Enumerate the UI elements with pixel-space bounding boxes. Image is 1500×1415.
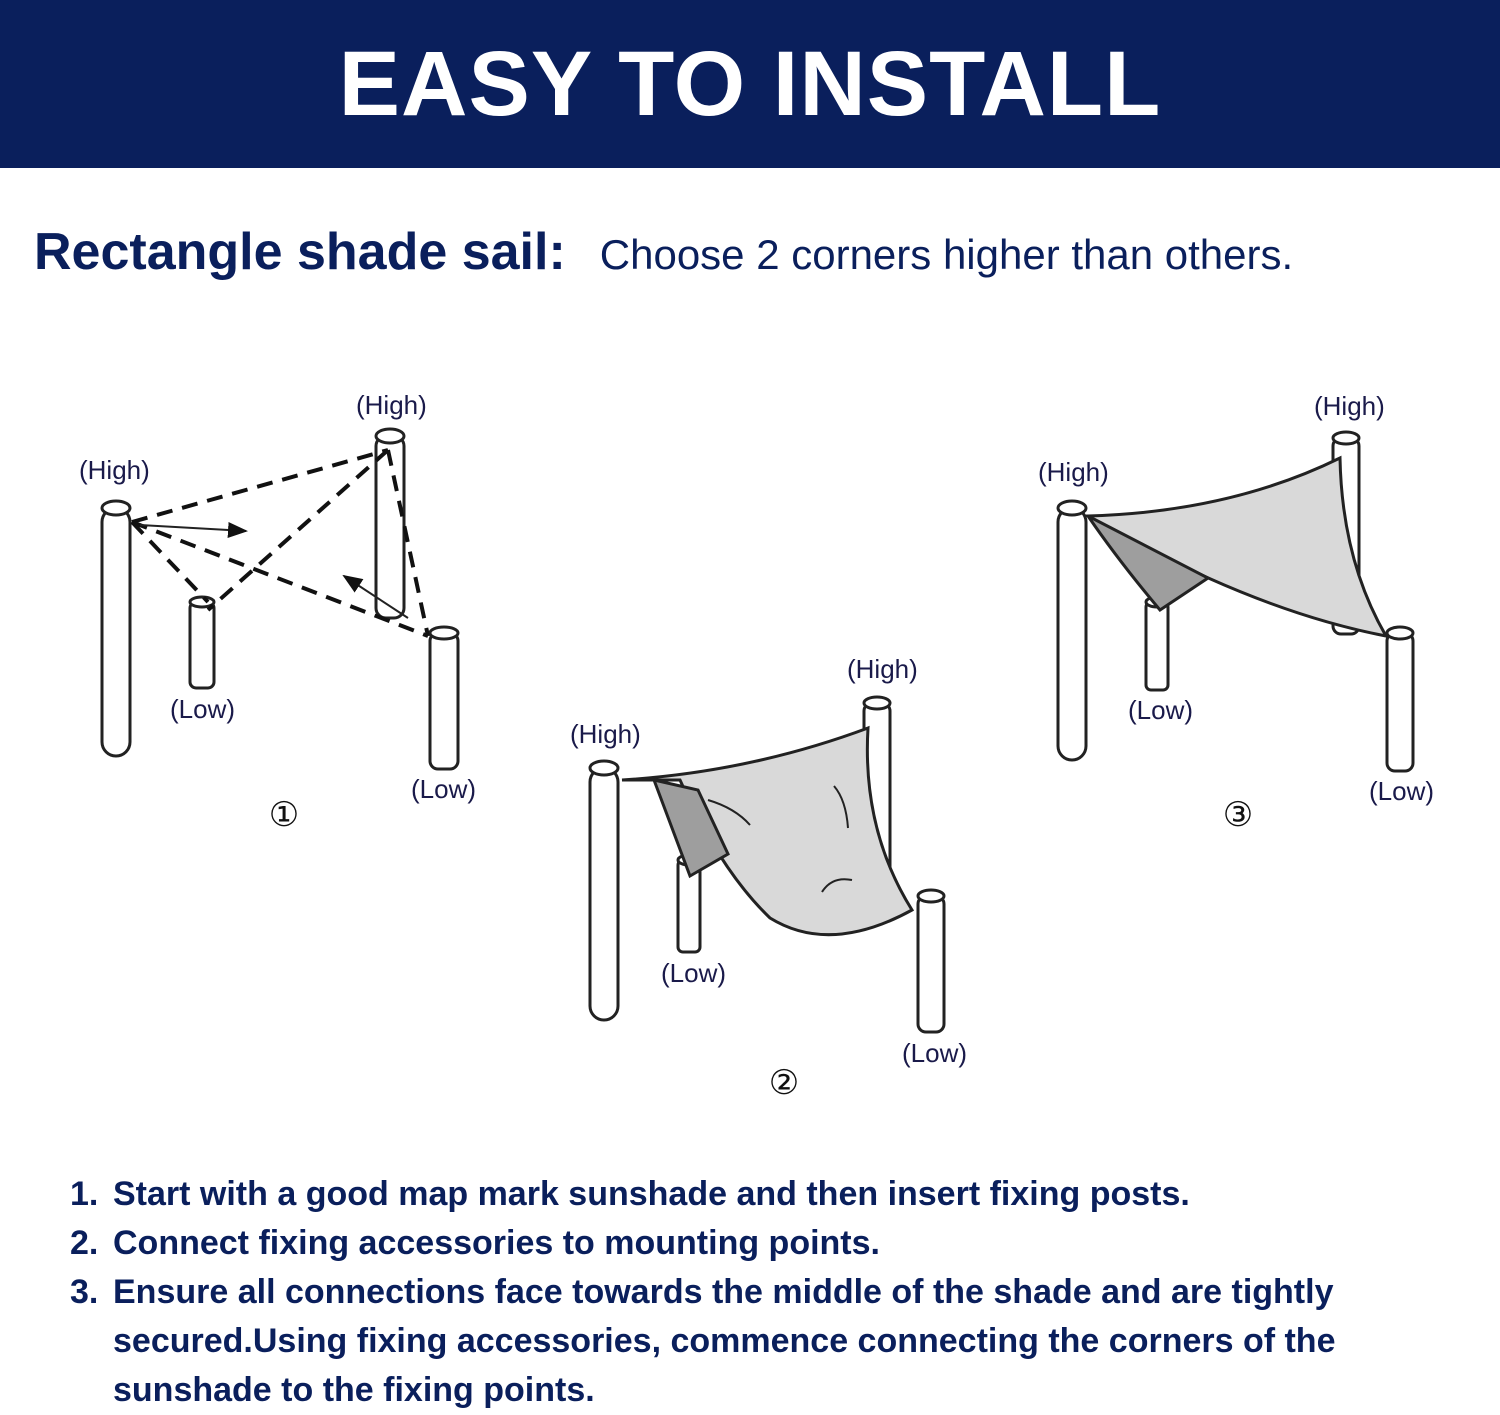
shade-sail-underside [1086,514,1211,612]
dashed-sail-edge [206,448,390,612]
post-1d-low [428,625,460,771]
label-low: (Low) [411,774,476,804]
page-title: EASY TO INSTALL [338,32,1162,135]
step-number-1: ① [269,796,299,834]
label-high: (High) [79,455,150,485]
dashed-sail-edge [131,448,389,524]
post-3d-low [1385,625,1415,773]
arrow-icon [139,521,248,538]
instruction-text: Ensure all connections face towards the … [113,1273,1336,1409]
label-low: (Low) [170,694,235,724]
post-3c-low [1144,595,1170,692]
shade-sail-underside [651,777,730,879]
dashed-sail-edge [386,449,430,637]
dashed-sail-edge [130,520,210,604]
subtitle-heading: Rectangle shade sail: [34,223,566,281]
post-3a-high [1056,499,1088,762]
diagram-step-2: (High) (High) (Low) (Low) ② [570,654,967,1102]
installation-diagram: (High) (High) (Low) (Low) ① (High) (High [79,390,1434,1102]
shade-sail [621,725,915,937]
arrow-icon [342,574,409,619]
label-high: (High) [570,719,641,749]
label-low: (Low) [1128,695,1193,725]
instruction-list: 1. Start with a good map mark sunshade a… [70,1170,1470,1415]
instruction-number: 3. [70,1273,99,1311]
label-high: (High) [1038,457,1109,487]
label-low: (Low) [1369,776,1434,806]
subtitle-text: Choose 2 corners higher than others. [599,231,1294,278]
post-1a-high [100,499,132,758]
subtitle: Rectangle shade sail: Choose 2 corners hi… [34,222,1293,282]
diagram-step-1: (High) (High) (Low) (Low) ① [79,390,476,834]
label-high: (High) [1314,391,1385,421]
step-number-3: ③ [1223,796,1253,834]
post-1b-high [374,427,406,620]
instruction-step: 2. Connect fixing accessories to mountin… [70,1219,1470,1268]
post-2d-low [916,888,946,1034]
instruction-step: 3. Ensure all connections face towards t… [70,1268,1470,1415]
label-high: (High) [356,390,427,420]
dashed-sail-edge [131,520,429,638]
instruction-text: Connect fixing accessories to mounting p… [113,1224,880,1262]
label-low: (Low) [902,1038,967,1068]
step-number-2: ② [769,1064,799,1102]
label-high: (High) [847,654,918,684]
instruction-step: 1. Start with a good map mark sunshade a… [70,1170,1470,1219]
shade-sail [1082,455,1389,639]
post-1c-low [188,595,216,690]
instruction-number: 2. [70,1224,99,1262]
instruction-number: 1. [70,1175,99,1213]
post-2a-high [588,759,620,1022]
label-low: (Low) [661,958,726,988]
header-banner: EASY TO INSTALL [0,0,1500,168]
diagram-step-3: (High) (High) (Low) (Low) ③ [1038,391,1434,834]
instruction-text: Start with a good map mark sunshade and … [113,1175,1190,1213]
